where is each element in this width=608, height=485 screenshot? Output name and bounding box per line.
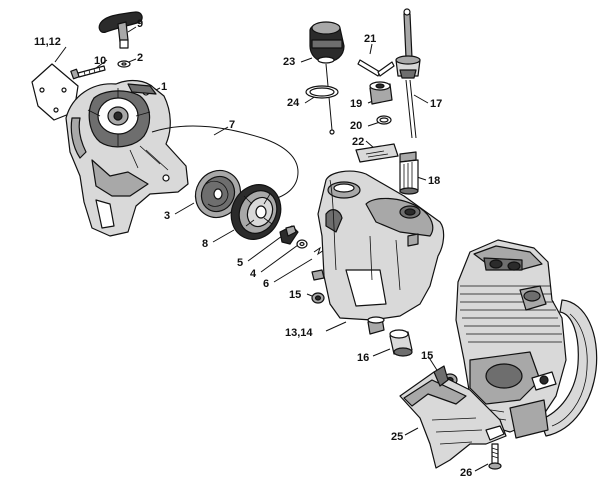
callout-1: 1 — [161, 81, 167, 93]
callout-23: 23 — [283, 56, 295, 68]
part-21-pin — [357, 59, 395, 77]
fuel-tank — [311, 170, 445, 321]
part-5-pawl — [279, 225, 299, 245]
part-3-rewind-spring — [194, 169, 242, 219]
callout-24: 24 — [287, 97, 300, 109]
callout-8: 8 — [202, 238, 208, 250]
part-22-plate — [355, 143, 399, 163]
part-4-washer — [296, 239, 308, 249]
callout-9: 9 — [137, 18, 143, 30]
callout-18: 18 — [428, 175, 440, 187]
callout-15-left: 15 — [289, 289, 301, 301]
part-8-rope-rotor — [230, 184, 282, 240]
part-20-o-ring — [376, 115, 392, 125]
callout-labels: 11,12 10 9 2 1 7 3 8 5 4 6 23 21 24 19 2… — [34, 18, 472, 479]
part-17-fuel-hose — [395, 8, 421, 139]
callout-11-12: 11,12 — [34, 36, 61, 48]
callout-3: 3 — [164, 210, 170, 222]
part-26-screw — [488, 443, 502, 470]
callout-2: 2 — [137, 52, 143, 64]
part-23-tank-cap — [309, 21, 345, 64]
part-13-14-fitting — [367, 316, 385, 335]
callout-10: 10 — [94, 55, 106, 67]
engine-assembly — [455, 239, 598, 439]
part-16-sleeve — [389, 329, 413, 357]
callout-17: 17 — [430, 98, 442, 110]
callout-13-14: 13,14 — [285, 327, 313, 339]
callout-19: 19 — [350, 98, 362, 110]
part-6-spring-clip — [313, 246, 325, 256]
callout-25: 25 — [391, 431, 403, 443]
part-2-washer — [117, 60, 131, 68]
callout-15-right: 15 — [421, 350, 433, 362]
part-18-fuel-filter — [399, 151, 419, 195]
part-19-fitting — [369, 81, 393, 105]
callout-22: 22 — [352, 136, 364, 148]
callout-26: 26 — [460, 467, 472, 479]
callout-4: 4 — [250, 268, 257, 280]
callout-6: 6 — [263, 278, 269, 290]
part-1-fan-housing — [65, 79, 189, 237]
callout-16: 16 — [357, 352, 369, 364]
part-10-screw — [70, 65, 106, 80]
part-25-cylinder-shroud — [399, 365, 507, 469]
callout-21: 21 — [364, 33, 376, 45]
callout-5: 5 — [237, 257, 243, 269]
callout-7: 7 — [229, 119, 235, 131]
part-24-retainer — [305, 63, 339, 135]
part-15-bushing — [311, 292, 325, 304]
part-9-starter-grip — [98, 11, 143, 49]
callout-20: 20 — [350, 120, 362, 132]
